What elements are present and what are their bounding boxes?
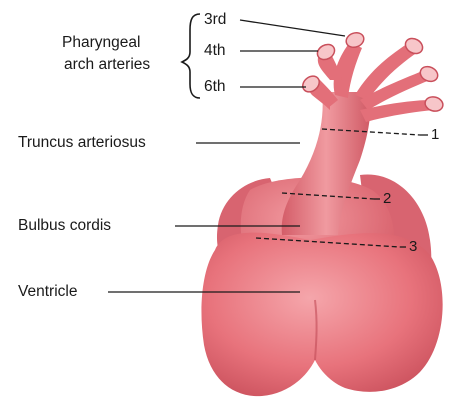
ventricle-shape [201, 233, 442, 397]
leader-3rd [240, 20, 345, 36]
arch-bracket [182, 14, 200, 98]
ventricle-label: Ventricle [18, 283, 77, 301]
arch-6th-label: 6th [204, 78, 226, 96]
truncus-label: Truncus arteriosus [18, 134, 146, 152]
marker-2: 2 [383, 190, 391, 208]
marker-1: 1 [431, 126, 439, 144]
arch-3rd-label: 3rd [204, 11, 226, 29]
bulbus-label: Bulbus cordis [18, 217, 111, 235]
arch-4th-label: 4th [204, 42, 226, 60]
pharyngeal-label-line2: arch arteries [64, 56, 150, 74]
pharyngeal-label-line1: Pharyngeal [62, 34, 140, 52]
marker-3: 3 [409, 238, 417, 256]
